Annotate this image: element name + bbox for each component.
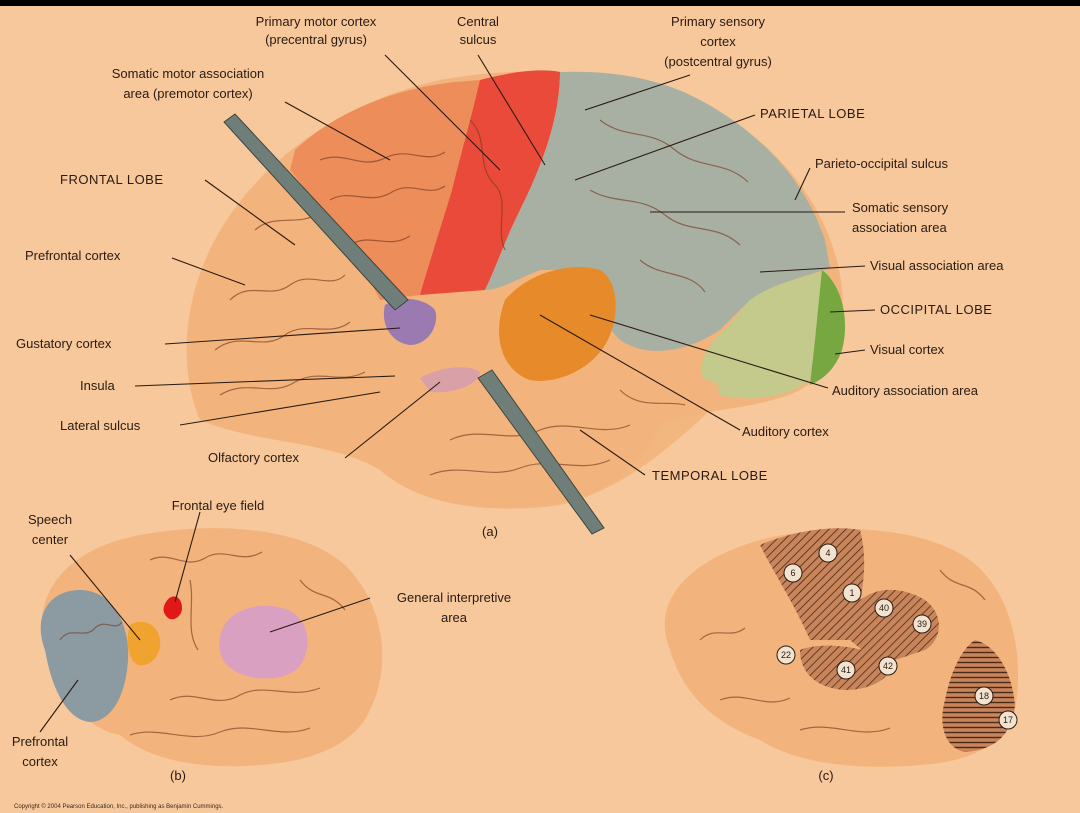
svg-text:18: 18 (979, 691, 989, 701)
sensory-region (485, 71, 830, 351)
label-gustatory: Gustatory cortex (16, 336, 112, 351)
brodmann-marker: 22 (776, 645, 796, 665)
frontal-eye-region (163, 596, 182, 620)
brain-a (186, 70, 846, 535)
brodmann-marker: 40 (874, 598, 894, 618)
label-speech-1: Speech (28, 512, 72, 527)
prefrontal-region-b (40, 590, 129, 722)
visual-cortex-region (810, 270, 846, 385)
brodmann-marker: 41 (836, 660, 856, 680)
label-primary-motor-2: (precentral gyrus) (265, 32, 367, 47)
brain-c (664, 528, 1018, 767)
label-lateral-sulcus: Lateral sulcus (60, 418, 141, 433)
brodmann-marker: 18 (974, 686, 994, 706)
label-auditory-cortex: Auditory cortex (742, 424, 829, 439)
svg-text:6: 6 (790, 568, 795, 578)
copyright-text: Copyright © 2004 Pearson Education, Inc.… (14, 803, 224, 810)
label-primary-sensory-3: (postcentral gyrus) (664, 54, 772, 69)
brodmann-marker: 6 (783, 563, 803, 583)
label-visual-association: Visual association area (870, 258, 1004, 273)
label-parietal-lobe: PARIETAL LOBE (760, 106, 865, 121)
leader-lines-b (39, 511, 371, 733)
label-auditory-association: Auditory association area (832, 383, 979, 398)
label-somatic-sensory-2: association area (852, 220, 947, 235)
primary-motor-region (420, 70, 560, 295)
brodmann-marker: 1 (842, 583, 862, 603)
label-primary-sensory-2: cortex (700, 34, 736, 49)
label-speech-2: center (32, 532, 69, 547)
svg-text:42: 42 (883, 661, 893, 671)
premotor-region (290, 80, 480, 300)
svg-text:41: 41 (841, 665, 851, 675)
svg-text:40: 40 (879, 603, 889, 613)
label-visual-cortex: Visual cortex (870, 342, 945, 357)
speech-region (127, 621, 161, 666)
svg-text:39: 39 (917, 619, 927, 629)
gustatory-region (383, 298, 437, 345)
label-parieto-occipital: Parieto-occipital sulcus (815, 156, 948, 171)
label-somatic-sensory-1: Somatic sensory (852, 200, 949, 215)
labels-b: Speech center Frontal eye field General … (12, 498, 511, 783)
brodmann-marker: 4 (818, 543, 838, 563)
interpretive-region (219, 605, 308, 679)
motor-hatched-area (760, 528, 865, 640)
sensory-hatched-area (850, 589, 939, 665)
label-frontal-eye: Frontal eye field (172, 498, 265, 513)
label-frontal-lobe: FRONTAL LOBE (60, 172, 164, 187)
label-central-2: sulcus (460, 32, 497, 47)
cerebrum-b (41, 528, 383, 767)
label-somatic-motor-2: area (premotor cortex) (123, 86, 252, 101)
brodmann-marker: 17 (998, 710, 1018, 730)
svg-text:17: 17 (1003, 715, 1013, 725)
panel-c-caption: (c) (818, 768, 833, 783)
label-temporal-lobe: TEMPORAL LOBE (652, 468, 768, 483)
leader-lines-a (134, 54, 876, 476)
label-prefrontal-1: Prefrontal (12, 734, 68, 749)
label-general-interp-1: General interpretive (397, 590, 511, 605)
labels-a: Primary motor cortex (precentral gyrus) … (16, 14, 1004, 539)
svg-text:22: 22 (781, 650, 791, 660)
label-prefrontal-2: cortex (22, 754, 58, 769)
label-olfactory: Olfactory cortex (208, 450, 300, 465)
brodmann-markers: 4 6 1 40 39 22 41 42 18 17 (776, 543, 1018, 730)
auditory-region (499, 267, 616, 381)
label-general-interp-2: area (441, 610, 468, 625)
visual-association-region (701, 270, 828, 399)
panel-a-caption: (a) (482, 524, 498, 539)
temporal-lobe-region (380, 379, 719, 509)
probe-upper (223, 113, 409, 311)
label-primary-motor-1: Primary motor cortex (256, 14, 377, 29)
brodmann-marker: 42 (878, 656, 898, 676)
label-primary-sensory-1: Primary sensory (671, 14, 765, 29)
brain-b (40, 528, 383, 767)
label-prefrontal: Prefrontal cortex (25, 248, 121, 263)
label-somatic-motor-1: Somatic motor association (112, 66, 264, 81)
label-occipital-lobe: OCCIPITAL LOBE (880, 302, 992, 317)
svg-text:1: 1 (849, 588, 854, 598)
probe-lower (477, 369, 605, 535)
panel-b-caption: (b) (170, 768, 186, 783)
label-insula: Insula (80, 378, 115, 393)
brodmann-marker: 39 (912, 614, 932, 634)
svg-text:4: 4 (825, 548, 830, 558)
label-central-1: Central (457, 14, 499, 29)
